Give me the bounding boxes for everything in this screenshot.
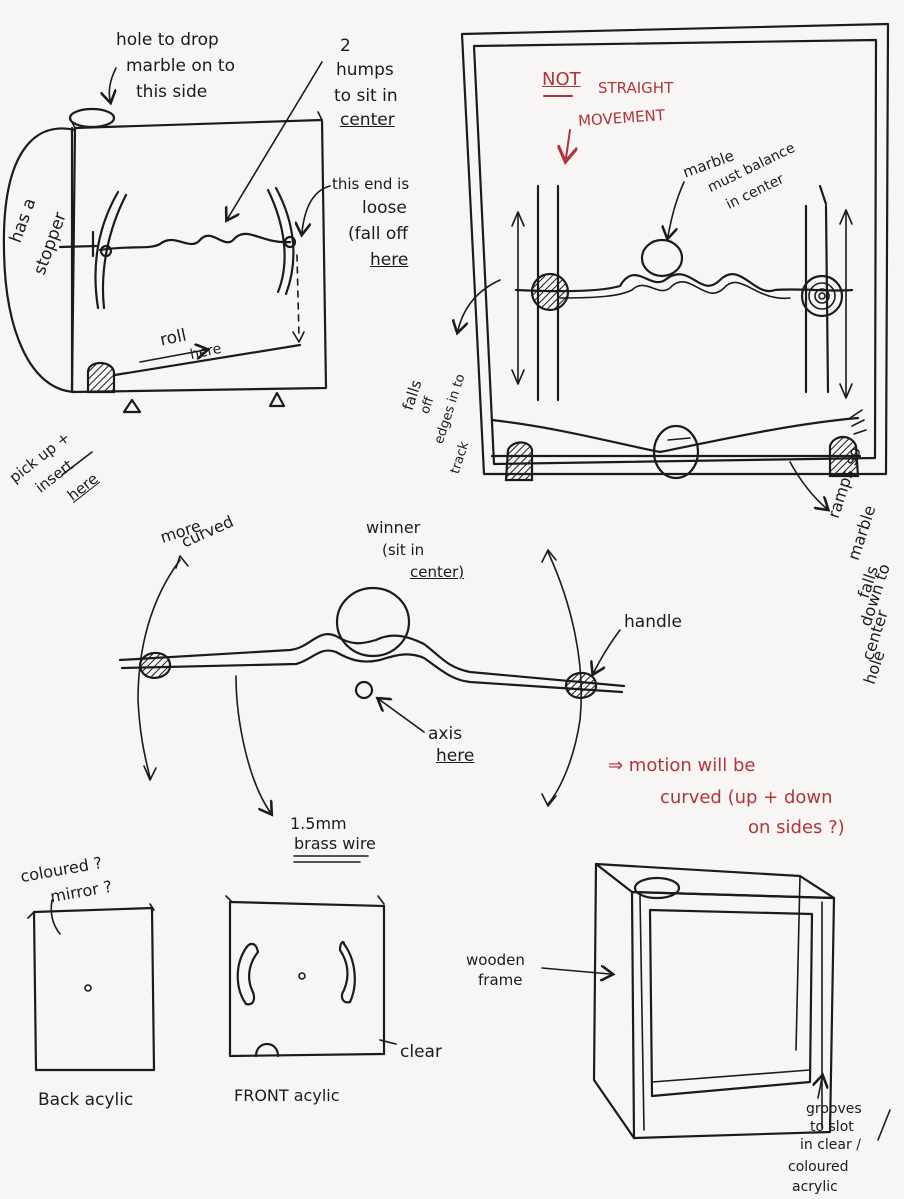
- top-left-sketch: [2, 61, 331, 476]
- right-handle: [800, 274, 844, 318]
- hole-note-line-3: this side: [136, 82, 208, 102]
- handle-label: handle: [624, 612, 682, 632]
- grooves-note-line-3: in clear /: [800, 1137, 861, 1153]
- frame-label-line-2: frame: [478, 971, 523, 989]
- motion-note-line-3: on sides ?): [748, 817, 845, 838]
- hole-note-line-2: marble on to: [126, 56, 235, 76]
- grooves-note-line-2: to slot: [810, 1119, 854, 1135]
- axis-pivot: [354, 680, 374, 700]
- motion-note-line-1: ⇒ motion will be: [608, 755, 756, 776]
- not-label: NOT: [542, 69, 581, 90]
- back-acrylic-sketch: [27, 899, 156, 1072]
- loose-note-line-1: this end is: [332, 175, 410, 193]
- frame-top-hole: [633, 876, 681, 900]
- humps-note-line-4: center: [340, 110, 395, 130]
- loose-note-line-4: here: [370, 250, 409, 270]
- loose-note-line-3: (fall off: [348, 224, 408, 244]
- drop-hole: [68, 107, 116, 129]
- front-acrylic-panel: [228, 900, 386, 1058]
- humps-note-line-2: humps: [336, 60, 394, 80]
- wooden-frame-sketch: [541, 862, 891, 1141]
- top-right-frame-inner: [472, 38, 878, 466]
- winner-note-line-2: (sit in: [382, 541, 425, 559]
- straight-movement-line-1: STRAIGHT: [598, 79, 674, 97]
- middle-sketch: [118, 549, 626, 812]
- front-acrylic-sketch: [225, 895, 397, 1058]
- wavy-track: [514, 273, 854, 293]
- axis-note-line-1: axis: [428, 724, 463, 744]
- top-right-sketch: [458, 22, 890, 508]
- winner-note-line-3: center): [410, 563, 465, 581]
- wire-note-line-2: brass wire: [294, 834, 376, 853]
- grooves-note-line-5: acrylic: [792, 1179, 838, 1195]
- loose-note-line-2: loose: [362, 198, 407, 218]
- front-acrylic-label: FRONT acylic: [234, 1086, 340, 1105]
- clear-label: clear: [400, 1042, 442, 1062]
- left-handle-mid: [138, 651, 172, 679]
- frame-label-line-1: wooden: [466, 951, 525, 969]
- grooves-note-line-1: grooves: [806, 1101, 862, 1117]
- back-acrylic-label: Back acylic: [38, 1090, 134, 1110]
- humps-track: [98, 232, 292, 252]
- humps-note-line-3: to sit in: [334, 86, 398, 106]
- pickup-block: [86, 361, 116, 394]
- axis-note-line-2: here: [436, 746, 475, 766]
- marble: [640, 238, 684, 278]
- winner-marble: [335, 586, 411, 658]
- wire-note-line-1: 1.5mm: [290, 814, 347, 833]
- grooves-note-line-4: coloured: [788, 1159, 849, 1175]
- left-handle: [530, 272, 570, 312]
- wire-track-top: [118, 633, 626, 688]
- center-hole: [652, 424, 700, 480]
- humps-note-line-1: 2: [340, 36, 351, 56]
- hole-note-line-1: hole to drop: [116, 30, 219, 50]
- top-right-frame-outer: [460, 22, 890, 476]
- back-acrylic-panel: [32, 906, 156, 1072]
- winner-note-line-1: winner: [366, 518, 421, 537]
- side-panel-curve: [2, 127, 77, 394]
- motion-note-line-2: curved (up + down: [660, 787, 833, 808]
